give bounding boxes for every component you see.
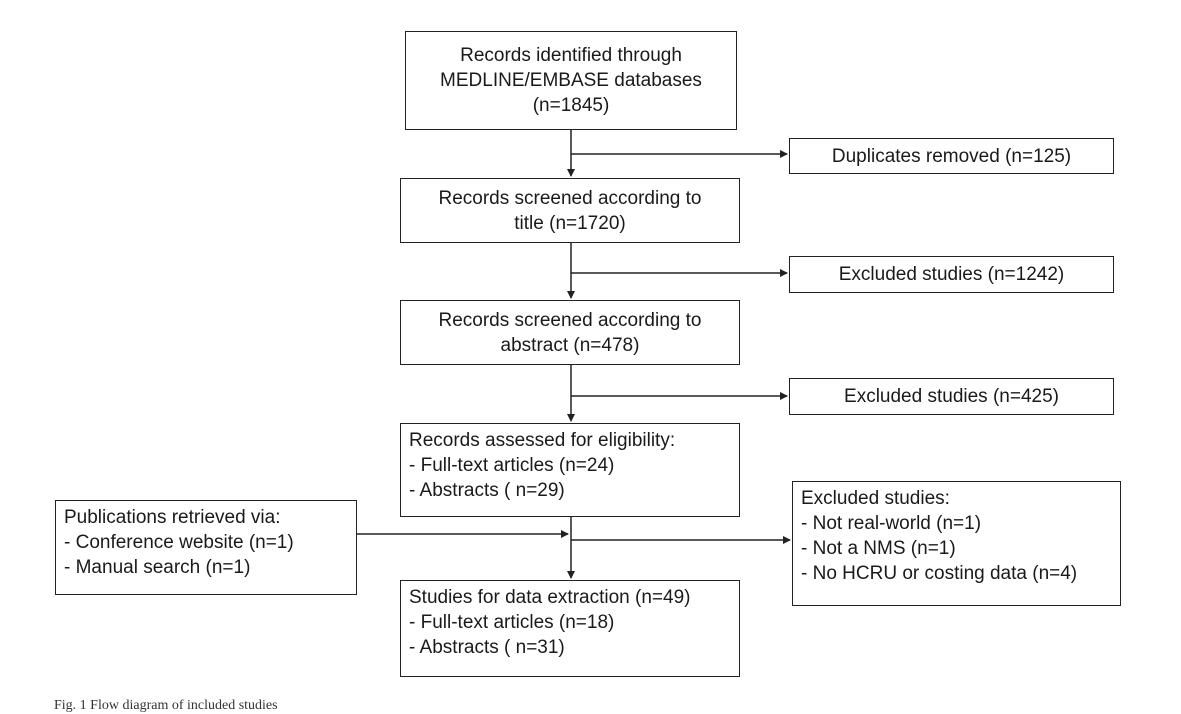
box-line: - Conference website (n=1): [64, 532, 294, 553]
box-line: Records assessed for eligibility:: [409, 430, 676, 451]
box-line: - No HCRU or costing data (n=4): [801, 563, 1078, 584]
box-line: Studies for data extraction (n=49): [409, 587, 691, 608]
box-line: (n=1845): [532, 95, 610, 116]
excluded-abstract-box: Excluded studies (n=425): [789, 378, 1114, 415]
duplicates-removed-box: Duplicates removed (n=125): [789, 138, 1114, 174]
box-line: - Full-text articles (n=24): [409, 455, 615, 476]
screened-abstract-box: Records screened according to abstract (…: [400, 300, 740, 365]
data-extraction-box: Studies for data extraction (n=49) - Ful…: [400, 580, 740, 677]
box-line: Records screened according to: [438, 309, 702, 331]
excluded-title-box: Excluded studies (n=1242): [789, 256, 1114, 293]
box-line: - Manual search (n=1): [64, 557, 251, 578]
box-line: Records screened according to: [438, 187, 702, 209]
box-line: - Not real-world (n=1): [801, 513, 982, 534]
box-line: Excluded studies:: [801, 488, 950, 509]
excluded-eligibility-box: Excluded studies: - Not real-world (n=1)…: [792, 481, 1121, 606]
box-line: Excluded studies (n=425): [844, 386, 1059, 407]
box-line: - Abstracts ( n=31): [409, 637, 565, 658]
box-line: - Not a NMS (n=1): [801, 538, 956, 559]
records-identified-box: Records identified through MEDLINE/EMBAS…: [405, 31, 737, 130]
eligibility-box: Records assessed for eligibility: - Full…: [400, 423, 740, 517]
box-line: Publications retrieved via:: [64, 507, 281, 528]
box-line: abstract (n=478): [500, 334, 640, 356]
screened-title-box: Records screened according to title (n=1…: [400, 178, 740, 243]
box-line: Duplicates removed (n=125): [831, 145, 1072, 167]
box-line: title (n=1720): [514, 212, 626, 234]
box-line: - Abstracts ( n=29): [409, 480, 565, 501]
box-line: MEDLINE/EMBASE databases: [440, 70, 702, 91]
box-line: Excluded studies (n=1242): [838, 264, 1065, 285]
figure-caption: Fig. 1 Flow diagram of included studies: [54, 698, 278, 713]
publications-retrieved-box: Publications retrieved via: - Conference…: [55, 500, 357, 595]
box-line: - Full-text articles (n=18): [409, 612, 615, 633]
box-line: Records identified through: [460, 45, 682, 66]
